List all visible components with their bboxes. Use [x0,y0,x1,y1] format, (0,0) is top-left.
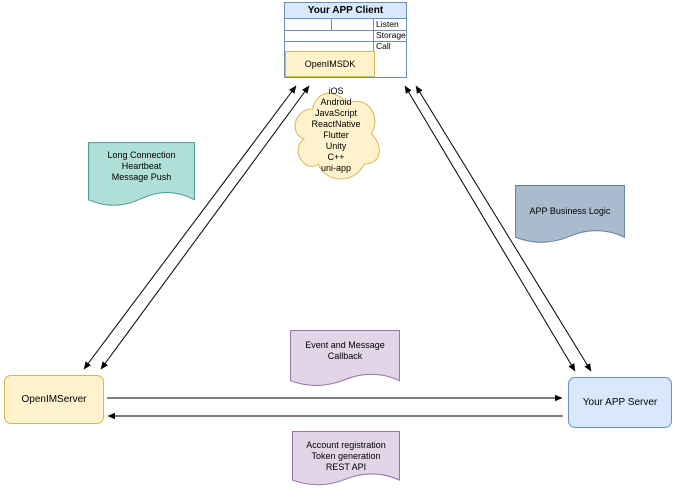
openimsdk-box: OpenIMSDK [285,51,375,77]
openim-server-node: OpenIMServer [4,375,104,424]
client-body: Listen Storage Call OpenIMSDK [285,19,406,77]
client-row-storage: Storage [376,30,406,40]
openim-server-label: OpenIMServer [21,394,87,405]
app-server-node: Your APP Server [568,377,672,428]
client-row-call: Call [376,41,391,51]
cloud-shape-icon [289,84,383,184]
note-event-callback-text: Event and Message Callback [305,340,385,361]
arrow-appserver-client-right [415,85,592,372]
arrow-openimserver-sdk-left [83,85,297,370]
client-box: Your APP Client Listen Storage Call Open… [284,2,407,78]
app-server-label: Your APP Server [582,397,658,408]
note-event-callback: Event and Message Callback [290,330,400,394]
note-app-business-logic-text: APP Business Logic [529,206,611,216]
client-grid-line [285,30,406,31]
client-grid-line [285,41,406,42]
note-rest-api-text: Account registration Token generation RE… [306,440,386,472]
note-long-connection-text: Long Connection Heartbeat Message Push [107,150,176,182]
openimsdk-label: OpenIMSDK [304,59,356,69]
note-rest-api: Account registration Token generation RE… [292,431,400,493]
note-shape [88,142,195,215]
platform-cloud: iOS Android JavaScript ReactNative Flutt… [289,84,383,184]
note-shape [290,330,400,394]
client-row-listen: Listen [376,19,399,29]
note-app-business-logic: APP Business Logic [515,185,625,251]
arrow-openimserver-sdk-right [100,85,310,370]
note-shape [515,185,625,251]
note-shape [292,431,400,493]
client-grid-line [373,19,374,52]
client-title: Your APP Client [285,3,406,19]
note-long-connection: Long Connection Heartbeat Message Push [88,142,195,215]
client-grid-line [331,19,332,30]
platform-cloud-text: iOS Android JavaScript ReactNative Flutt… [311,86,361,173]
